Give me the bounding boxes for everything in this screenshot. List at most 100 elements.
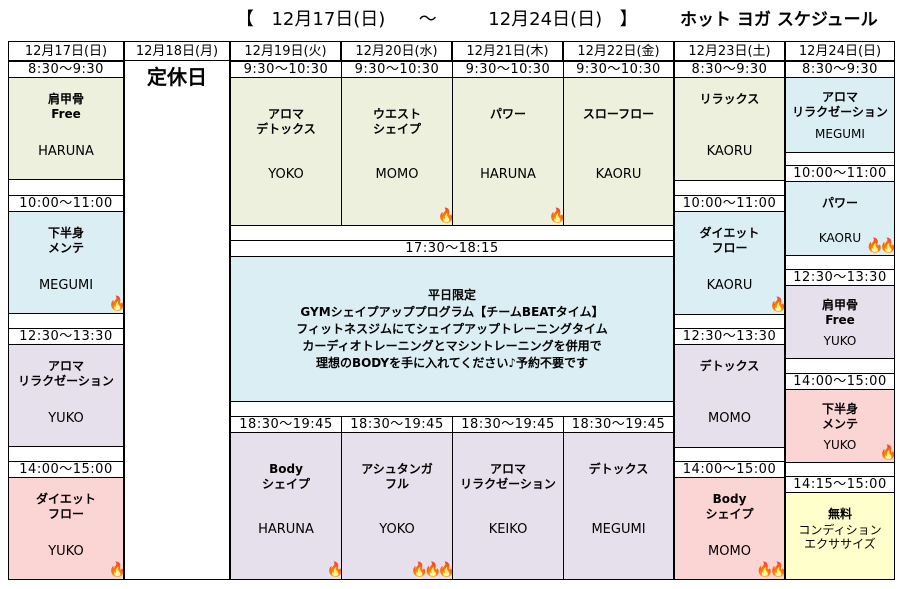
- class-block[interactable]: 14:15～15:00 無料 コンディション エクササイズ: [785, 476, 895, 580]
- class-time: 18:30～19:45: [453, 417, 563, 433]
- class-block[interactable]: 12:30～13:30 デトックス MOMO: [674, 328, 785, 448]
- class-time: 8:30～9:30: [675, 62, 784, 78]
- intensity-flame-icon: 🔥: [108, 296, 123, 312]
- class-time: 12:30～13:30: [786, 270, 894, 286]
- day-header-17: 12月17日(日): [8, 41, 124, 61]
- class-block[interactable]: 14:00～15:00 Body シェイプ MOMO 🔥🔥: [674, 461, 785, 580]
- class-time: 9:30～10:30: [342, 62, 452, 78]
- class-block[interactable]: 10:00～11:00 下半身 メンテ MEGUMI 🔥: [8, 195, 124, 314]
- class-block[interactable]: 18:30～19:45 デトックス MEGUMI: [563, 416, 674, 580]
- class-program: 肩甲骨 Free: [47, 92, 84, 121]
- title-start-date: 12月17日(日): [271, 9, 386, 30]
- class-instructor: HARUNA: [480, 167, 536, 182]
- class-program: アシュタンガ フル: [361, 462, 433, 491]
- class-time: 10:00～11:00: [675, 196, 784, 212]
- class-program: リラックス: [699, 92, 760, 106]
- class-block[interactable]: 18:30～19:45 Body シェイプ HARUNA 🔥: [230, 416, 342, 580]
- class-block[interactable]: 9:30～10:30 スローフロー KAORU: [563, 61, 674, 226]
- class-time: 18:30～19:45: [564, 417, 673, 433]
- class-program: ダイエット フロー: [36, 492, 96, 521]
- day-header-23: 12月23日(土): [674, 41, 785, 61]
- schedule-title: 【 12月17日(日) ～ 12月24日(日) 】: [236, 6, 638, 34]
- class-program: デトックス: [699, 359, 760, 373]
- class-time: 9:30～10:30: [231, 62, 341, 78]
- intensity-flame-icon: 🔥: [879, 445, 894, 461]
- class-instructor: KAORU: [706, 278, 753, 293]
- class-program: 下半身 メンテ: [47, 226, 84, 255]
- intensity-flame-icon: 🔥: [437, 208, 452, 224]
- class-block[interactable]: 12:30～13:30 肩甲骨 Free YUKO: [785, 269, 895, 359]
- class-instructor: HARUNA: [38, 144, 94, 159]
- column-separator: [673, 61, 675, 580]
- class-time: 12:30～13:30: [675, 329, 784, 345]
- class-time: 14:00～15:00: [675, 462, 784, 478]
- class-instructor: MEGUMI: [591, 522, 646, 537]
- day-header-20: 12月20日(水): [341, 41, 452, 61]
- class-time: 18:30～19:45: [231, 417, 341, 433]
- class-instructor: MEGUMI: [38, 278, 94, 293]
- banner-line: 平日限定: [427, 288, 476, 302]
- class-program: アロマ リラクゼーション: [18, 359, 114, 388]
- class-block[interactable]: 14:00～15:00 下半身 メンテ YUKO 🔥: [785, 373, 895, 463]
- class-program: アロマ リラクゼーション: [792, 90, 888, 119]
- banner-line: GYMシェイプアッププログラム【チームBEATタイム】: [300, 305, 604, 319]
- weekday-program-banner[interactable]: 17:30～18:15 平日限定 GYMシェイプアッププログラム【チームBEAT…: [230, 240, 674, 402]
- class-block[interactable]: 10:00～11:00 パワー KAORU 🔥🔥: [785, 165, 895, 256]
- class-block[interactable]: 8:30～9:30 リラックス KAORU: [674, 61, 785, 181]
- class-time: 18:30～19:45: [342, 417, 452, 433]
- class-program: アロマ リラクゼーション: [460, 462, 556, 491]
- class-time: 9:30～10:30: [453, 62, 563, 78]
- class-instructor: HARUNA: [258, 522, 314, 537]
- class-instructor: YUKO: [48, 544, 84, 559]
- intensity-flame-icon: 🔥: [769, 297, 784, 313]
- class-block[interactable]: 14:00～15:00 ダイエット フロー YUKO 🔥: [8, 461, 124, 580]
- intensity-flame-icon: 🔥: [548, 208, 563, 224]
- class-program: アロマ デトックス: [256, 107, 316, 136]
- banner-line: フィットネスジムにてシェイプアップトレーニングタイム: [296, 322, 608, 336]
- class-instructor: MOMO: [708, 544, 751, 559]
- class-block[interactable]: 9:30～10:30 パワー HARUNA 🔥: [452, 61, 564, 226]
- class-program: ダイエット フロー: [699, 226, 760, 255]
- class-time: 14:00～15:00: [9, 462, 123, 478]
- banner-line: 理想のBODYを手に入れてください♪予約不要です: [315, 356, 589, 370]
- title-end-date: 12月24日(日): [488, 9, 603, 30]
- class-instructor: KEIKO: [488, 522, 528, 537]
- class-instructor: KAORU: [706, 144, 753, 159]
- class-time: 14:15～15:00: [786, 477, 894, 493]
- class-instructor: MEGUMI: [815, 127, 865, 141]
- class-block[interactable]: 12:30～13:30 アロマ リラクゼーション YUKO: [8, 328, 124, 447]
- class-time: 9:30～10:30: [564, 62, 673, 78]
- class-time: 14:00～15:00: [786, 374, 894, 390]
- closed-day-label: 定休日: [147, 65, 207, 89]
- class-block[interactable]: 18:30～19:45 アロマ リラクゼーション KEIKO: [452, 416, 564, 580]
- class-instructor: KAORU: [595, 167, 642, 182]
- class-program: デトックス: [588, 462, 649, 476]
- title-tilde: ～: [418, 9, 437, 30]
- class-block[interactable]: 8:30～9:30 肩甲骨 Free HARUNA: [8, 61, 124, 180]
- class-time: 8:30～9:30: [786, 62, 894, 78]
- class-block[interactable]: 10:00～11:00 ダイエット フロー KAORU 🔥: [674, 195, 785, 315]
- day-header-19: 12月19日(火): [230, 41, 341, 61]
- class-instructor: YUKO: [823, 438, 857, 452]
- class-time: 10:00～11:00: [9, 196, 123, 212]
- day-header-18: 12月18日(月): [124, 41, 230, 61]
- class-program: Body シェイプ: [261, 462, 310, 491]
- class-program: パワー: [489, 107, 526, 121]
- class-block[interactable]: 18:30～19:45 アシュタンガ フル YOKO 🔥🔥🔥: [341, 416, 453, 580]
- class-block[interactable]: 9:30～10:30 アロマ デトックス YOKO: [230, 61, 342, 226]
- class-instructor: MOMO: [375, 167, 419, 182]
- class-time: 10:00～11:00: [786, 166, 894, 182]
- class-time: 12:30～13:30: [9, 329, 123, 345]
- class-program: スローフロー: [582, 107, 655, 121]
- class-instructor: YUKO: [823, 334, 857, 348]
- class-instructor: MOMO: [708, 411, 751, 426]
- class-instructor: YOKO: [268, 167, 304, 182]
- class-instructor: YOKO: [379, 522, 415, 537]
- class-block[interactable]: 8:30～9:30 アロマ リラクゼーション MEGUMI: [785, 61, 895, 153]
- intensity-flame-icon: 🔥🔥🔥: [410, 562, 452, 578]
- class-block[interactable]: 9:30～10:30 ウエスト シェイプ MOMO 🔥: [341, 61, 453, 226]
- intensity-flame-icon: 🔥🔥: [756, 562, 784, 578]
- class-program: Body シェイプ: [705, 492, 754, 521]
- class-instructor: コンディション エクササイズ: [798, 523, 882, 551]
- class-time: 8:30～9:30: [9, 62, 123, 78]
